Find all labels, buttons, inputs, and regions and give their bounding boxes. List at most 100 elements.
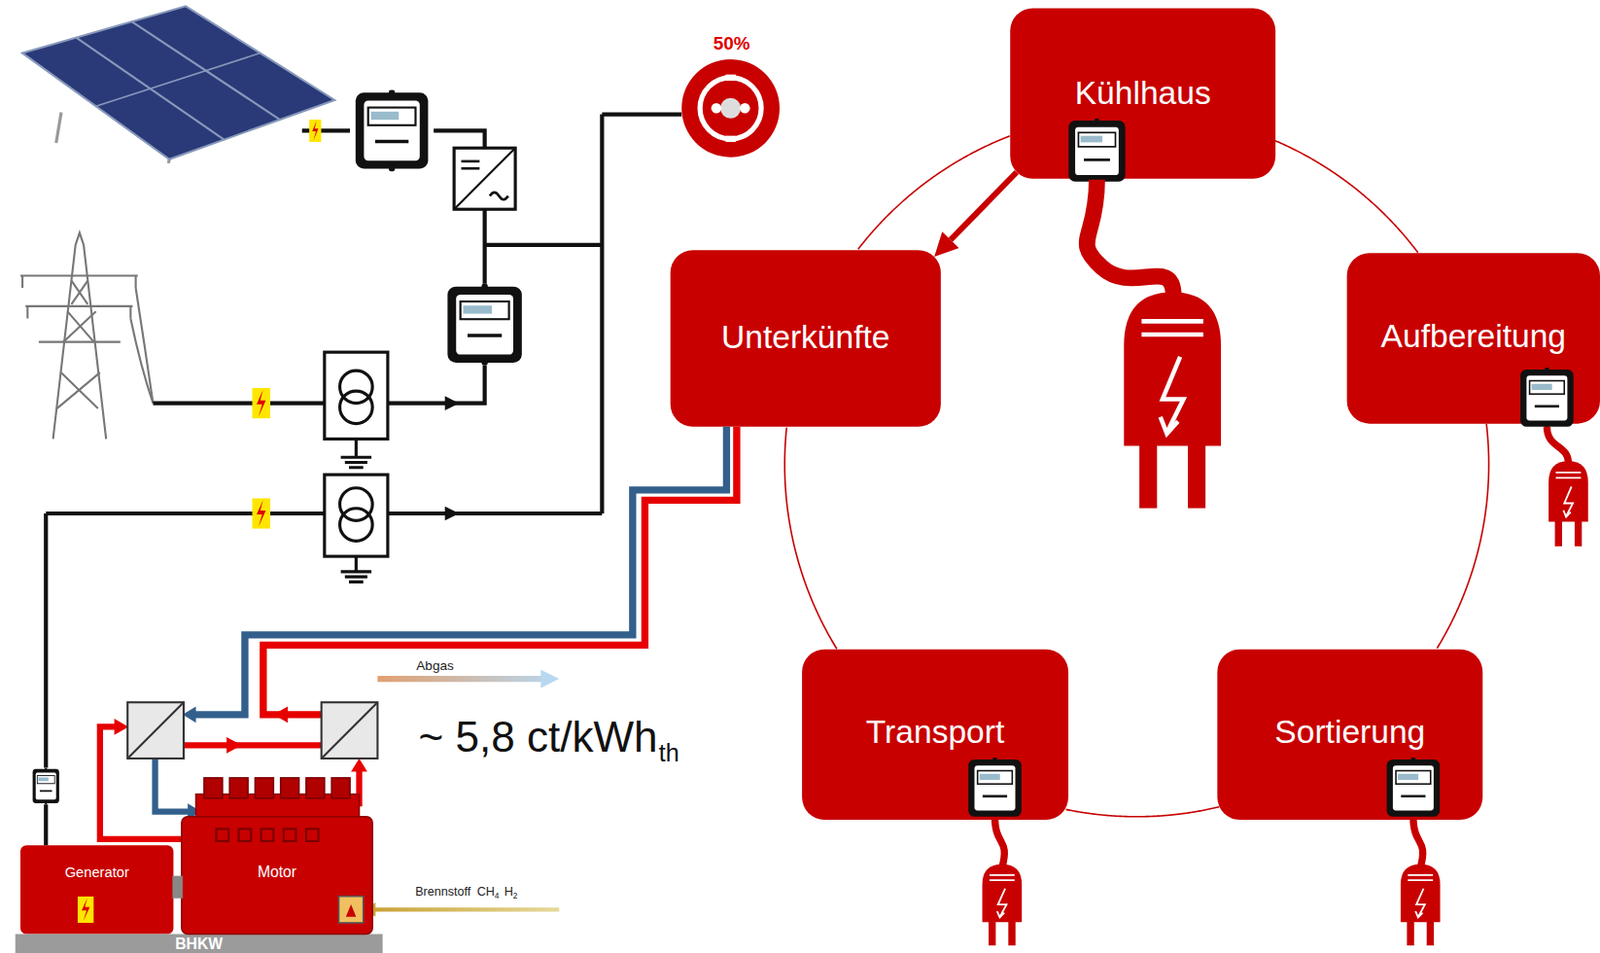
power-wire xyxy=(387,365,486,404)
node-label: Aufbereitung xyxy=(1381,317,1566,356)
percentage-label: 50% xyxy=(713,33,751,55)
cycle-arc xyxy=(1275,140,1419,253)
heat-exchanger xyxy=(127,701,184,759)
power-cable xyxy=(1413,816,1424,868)
engine-drawing xyxy=(339,896,364,923)
process-box-shape xyxy=(1217,649,1483,820)
power-plug xyxy=(1400,864,1441,945)
socket-icon xyxy=(681,59,780,158)
box-layer xyxy=(15,7,1600,953)
socket-icon xyxy=(699,77,762,140)
generator-box-shape xyxy=(20,844,174,934)
socket-icon xyxy=(725,74,735,81)
socket-icon xyxy=(725,136,735,142)
electricity-meter xyxy=(355,89,429,173)
power-pylon xyxy=(22,275,137,318)
power-wire xyxy=(45,114,682,846)
power-cable xyxy=(994,816,1005,868)
process-box-shape xyxy=(670,249,941,427)
inverter-symbol xyxy=(460,160,480,164)
power-pylon xyxy=(20,275,139,342)
node-label: Motor xyxy=(257,863,297,881)
engine-drawing xyxy=(172,875,182,899)
process-box: Sortierung xyxy=(1217,649,1483,820)
transformer-symbol xyxy=(341,438,372,467)
engine-box-shape xyxy=(181,816,373,935)
engine-drawing xyxy=(172,777,373,935)
power-wire xyxy=(43,513,48,767)
power-plug xyxy=(1548,460,1589,547)
flow-arrow xyxy=(950,172,1017,241)
pipe-arrowhead xyxy=(226,736,243,754)
node-label: BHKW xyxy=(174,935,223,953)
power-plug xyxy=(982,292,1589,946)
inverter-symbol xyxy=(453,147,516,209)
power-cable xyxy=(994,179,1568,869)
pipe-arrowhead xyxy=(273,705,288,723)
heat-pipe-cold xyxy=(155,426,728,812)
power-pylon xyxy=(136,287,154,404)
solar-panel xyxy=(96,53,261,107)
transformer-symbol xyxy=(324,474,388,557)
plant-band-shape xyxy=(15,934,383,953)
flow-arrowhead xyxy=(445,395,460,521)
socket-icon xyxy=(739,103,750,113)
lightning-badge xyxy=(251,119,321,529)
plant-band: BHKW xyxy=(15,934,383,953)
engine-drawing xyxy=(331,777,350,799)
price-label: ~ 5,8 ct/kWh xyxy=(417,712,658,763)
engine-drawing xyxy=(280,777,300,799)
node-label: Sortierung xyxy=(1274,713,1426,752)
engine-drawing xyxy=(229,777,248,799)
node-label: Unterkünfte xyxy=(721,318,891,357)
fuel-arrow xyxy=(373,906,559,911)
power-pylon xyxy=(20,232,153,439)
solar-panel xyxy=(56,111,62,142)
power-wire xyxy=(45,511,325,516)
power-pylon xyxy=(130,318,153,404)
process-box: Unterkünfte xyxy=(670,249,941,427)
transformer-symbol xyxy=(340,390,374,424)
node-label: Transport xyxy=(866,713,1005,752)
fuel-arrow xyxy=(363,902,560,917)
heat-exchanger xyxy=(321,701,379,759)
inverter-symbol xyxy=(453,147,516,209)
inverter-symbol xyxy=(460,167,480,171)
engine-drawing xyxy=(239,828,252,841)
process-box-shape xyxy=(801,649,1069,820)
electricity-meter xyxy=(1068,118,1125,185)
power-wire xyxy=(152,401,324,406)
power-cable xyxy=(1546,426,1568,465)
generator-bolt xyxy=(77,896,95,923)
pipe-arrowhead xyxy=(114,718,130,735)
process-box: Aufbereitung xyxy=(1347,252,1600,423)
power-plug xyxy=(1123,292,1221,509)
heat-pipe-hot xyxy=(100,426,737,839)
inverter-symbol xyxy=(489,192,509,200)
cycle-arc xyxy=(784,427,837,650)
electricity-meter xyxy=(33,89,1574,819)
power-wire xyxy=(485,243,603,247)
lightning-badge xyxy=(251,387,271,418)
electricity-meter xyxy=(447,283,522,367)
lightning-badge xyxy=(251,497,271,528)
engine-drawing xyxy=(306,777,325,799)
exhaust-arrow xyxy=(377,669,559,689)
transformer-symbol xyxy=(324,351,388,582)
node-label: Kühlhaus xyxy=(1075,74,1212,113)
solar-panel xyxy=(22,5,335,164)
heat-pipe-hot xyxy=(183,741,322,748)
engine-drawing xyxy=(204,777,223,799)
heat-pipe-cold xyxy=(155,758,193,812)
heat-exchanger xyxy=(321,701,379,759)
engine-drawing xyxy=(306,828,319,841)
power-wire xyxy=(387,511,602,516)
heat-exchanger xyxy=(127,701,378,759)
electricity-meter xyxy=(968,757,1022,819)
exhaust-arrow xyxy=(540,669,559,689)
formula-subscript: 4 xyxy=(494,891,500,902)
pipe-arrowhead xyxy=(350,758,368,772)
process-box: Transport xyxy=(801,649,1069,820)
node-label: Generator xyxy=(65,864,130,881)
power-plug xyxy=(982,864,1023,945)
